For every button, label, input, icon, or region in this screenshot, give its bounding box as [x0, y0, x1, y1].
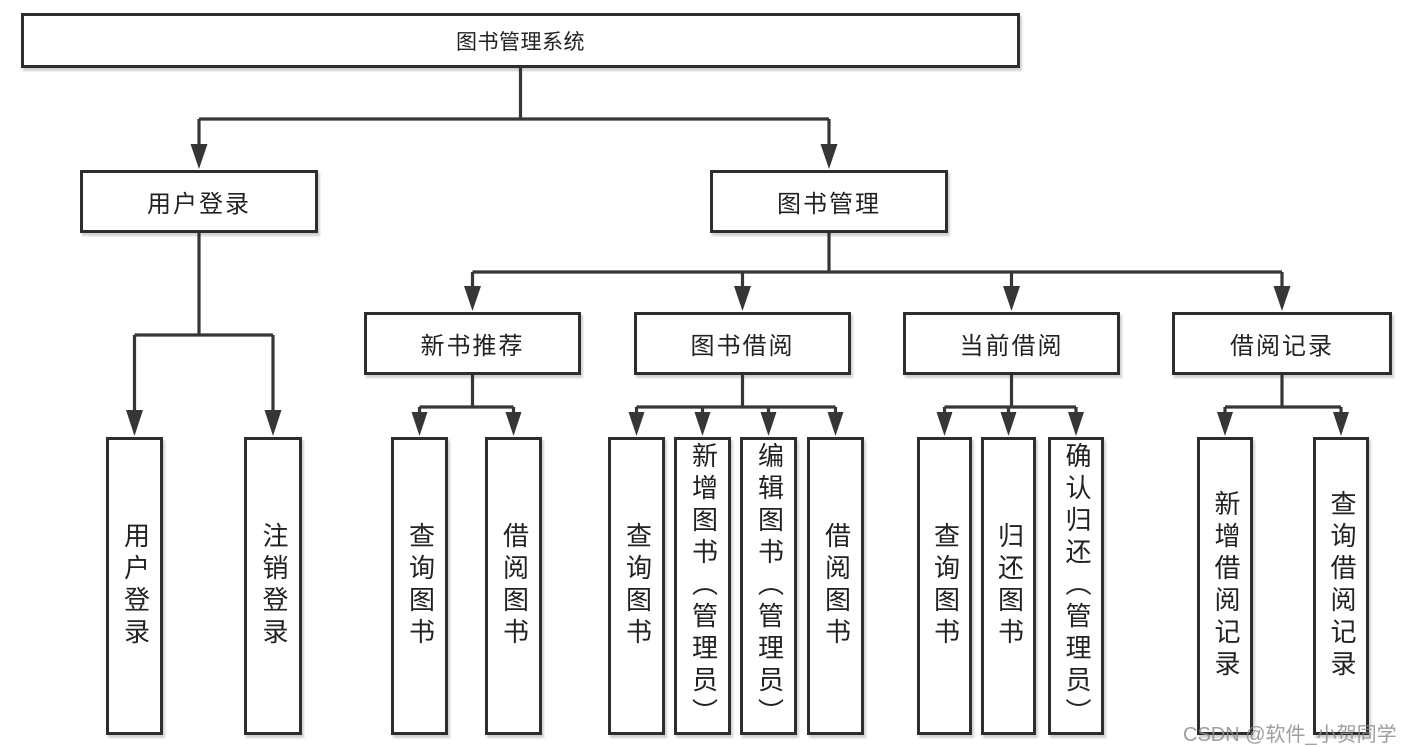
arrow-down-icon [694, 412, 711, 436]
leaf-label: 查询图书 [930, 522, 961, 650]
arrow-down-icon [1217, 412, 1233, 436]
arrow-down-icon [827, 412, 844, 436]
node-current-borrowing: 当前借阅 [903, 312, 1120, 375]
arrow-down-icon [411, 412, 428, 436]
arrow-down-icon [464, 286, 481, 311]
node-user-login: 用户登录 [80, 170, 318, 233]
arrow-down-icon [1333, 412, 1349, 436]
leaf-borrow-books-recommend: 借阅图书 [485, 437, 542, 735]
node-book-borrowing: 图书借阅 [634, 312, 851, 375]
node-book-management-system: 图书管理系统 [21, 13, 1020, 68]
leaf-label: 新增借阅记录 [1210, 490, 1241, 682]
node-new-book-recommendation: 新书推荐 [364, 312, 581, 375]
node-book-management: 图书管理 [710, 170, 948, 233]
leaf-user-login: 用户登录 [106, 437, 163, 735]
leaf-label: 注销登录 [258, 522, 289, 650]
leaf-return-books: 归还图书 [981, 437, 1036, 735]
leaf-label: 查询借阅记录 [1326, 490, 1357, 682]
arrow-down-icon [190, 144, 208, 169]
leaf-confirm-return-admin: 确认归还（管理员） [1048, 437, 1104, 735]
connector-user-login-children [126, 233, 282, 436]
connector-borrowing-records-children [1217, 375, 1349, 436]
leaf-label: 借阅图书 [499, 522, 530, 650]
arrow-down-icon [126, 410, 143, 436]
leaf-label: 用户登录 [120, 522, 151, 650]
arrow-down-icon [1000, 412, 1017, 436]
leaf-add-books-admin: 新增图书（管理员） [674, 437, 731, 735]
arrow-down-icon [264, 410, 282, 436]
leaf-borrow-books-borrowing: 借阅图书 [807, 437, 864, 735]
connector-root-to-level2 [190, 68, 838, 169]
leaf-label: 确认归还（管理员） [1061, 442, 1092, 730]
leaf-add-borrow-record: 新增借阅记录 [1197, 437, 1253, 735]
connector-current-borrowing-children [936, 375, 1084, 436]
leaf-label: 查询图书 [405, 522, 436, 650]
leaf-query-books-recommend: 查询图书 [391, 437, 448, 735]
arrow-down-icon [628, 412, 645, 436]
arrow-down-icon [820, 144, 838, 169]
leaf-label: 编辑图书（管理员） [754, 442, 785, 730]
leaf-query-books-current: 查询图书 [917, 437, 972, 735]
node-borrowing-records: 借阅记录 [1172, 312, 1392, 375]
arrow-down-icon [936, 412, 953, 436]
arrow-down-icon [1068, 412, 1084, 436]
connector-book-management-children [464, 233, 1291, 311]
leaf-label: 归还图书 [994, 522, 1025, 650]
connector-book-borrowing-children [628, 375, 844, 436]
leaf-logout: 注销登录 [244, 437, 302, 735]
arrow-down-icon [734, 286, 751, 311]
arrow-down-icon [505, 412, 522, 436]
leaf-edit-books-admin: 编辑图书（管理员） [740, 437, 797, 735]
connector-new-book-children [411, 375, 522, 436]
csdn-watermark: CSDN @软件_小贺同学 [1183, 724, 1397, 746]
leaf-query-books-borrowing: 查询图书 [608, 437, 665, 735]
arrow-down-icon [1003, 286, 1020, 311]
leaf-label: 借阅图书 [821, 522, 852, 650]
leaf-query-borrow-record: 查询借阅记录 [1313, 437, 1369, 735]
leaf-label: 查询图书 [622, 522, 653, 650]
leaf-label: 新增图书（管理员） [688, 442, 719, 730]
arrow-down-icon [760, 412, 777, 436]
arrow-down-icon [1273, 286, 1291, 311]
